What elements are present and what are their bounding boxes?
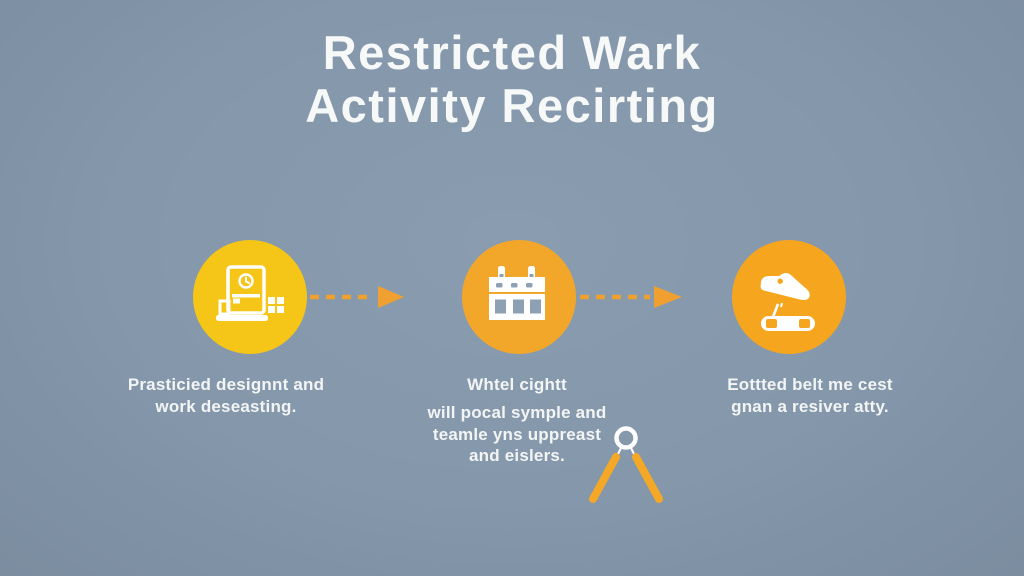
step-1-circle [193, 240, 307, 354]
step-3-caption: Eottted belt me cest gnan a resiver atty… [670, 374, 950, 418]
page-title-line1: Restricted Wark [322, 26, 702, 79]
step-3-caption-line2: gnan a resiver atty. [731, 397, 889, 416]
step-1-caption-line2: work deseasting. [155, 397, 297, 416]
page-title: Restricted Wark Activity Recirting [0, 26, 1024, 132]
step-1-caption-line1: Prasticied designnt and [127, 375, 325, 394]
step-2-caption: will pocal symple and teamle yns uppreas… [377, 402, 657, 467]
step-3-circle [732, 240, 846, 354]
arrow-right-2 [580, 286, 682, 308]
compass-divider-icon [589, 426, 663, 503]
step-1-caption: Prasticied designnt and work deseasting. [86, 374, 366, 418]
calendar-icon [489, 266, 545, 320]
sneaker-skateboard-icon [760, 273, 815, 331]
step-2-caption-line1: will pocal symple and [427, 403, 607, 422]
step-3-caption-line1: Eottted belt me cest [727, 375, 893, 394]
arrow-right-1 [310, 286, 404, 308]
step-2-circle [462, 240, 576, 354]
page-title-line2: Activity Recirting [305, 79, 719, 132]
step-2-caption-line3: and eislers. [469, 446, 565, 465]
step-2-caption-heading: Whtel cightt [467, 375, 567, 394]
document-clock-icon [216, 265, 284, 321]
step-2-caption-line2: teamle yns uppreast [432, 424, 602, 444]
